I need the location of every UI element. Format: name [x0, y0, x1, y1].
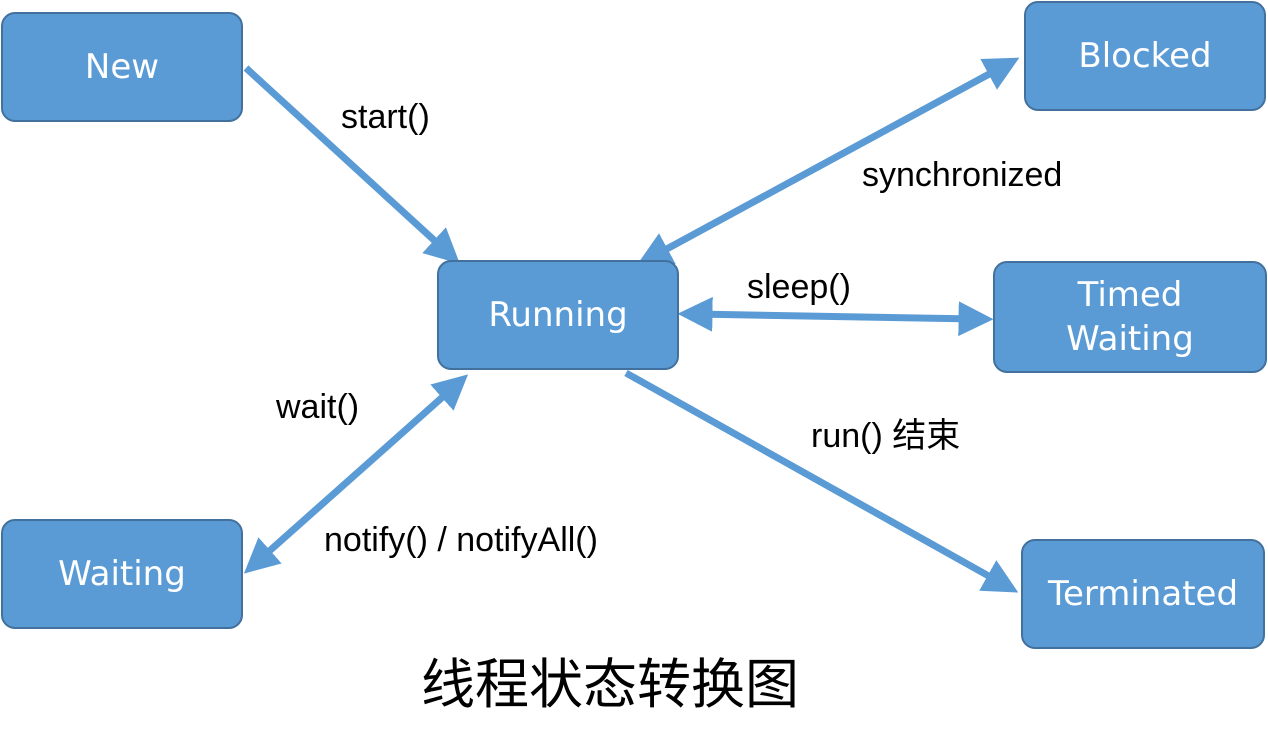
label-synchronized: synchronized: [862, 156, 1063, 194]
state-timed-waiting: Timed Waiting: [993, 261, 1267, 373]
label-wait: wait(): [276, 388, 360, 426]
state-running: Running: [437, 260, 679, 370]
state-waiting: Waiting: [1, 519, 243, 629]
label-sleep: sleep(): [747, 268, 851, 306]
arrow-running-to-terminated: [624, 369, 1019, 593]
state-terminated: Terminated: [1021, 539, 1265, 649]
arrow-running-blocked: [636, 57, 1020, 266]
arrow-running-timed-waiting: [677, 296, 994, 337]
state-blocked: Blocked: [1024, 1, 1266, 111]
label-notify: notify() / notifyAll(): [324, 521, 598, 559]
arrow-new-to-running: [243, 65, 460, 264]
diagram-title: 线程状态转换图: [421, 653, 799, 716]
label-start: start(): [341, 98, 430, 136]
arrow-running-waiting: [243, 374, 469, 574]
state-new: New: [1, 12, 243, 122]
label-run-end: run() 结束: [811, 417, 961, 455]
